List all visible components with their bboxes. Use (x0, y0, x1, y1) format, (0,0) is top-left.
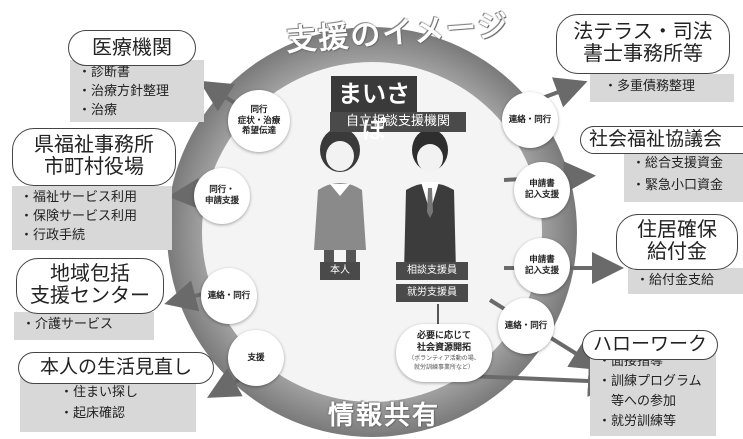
staff-label-consultant: 相談支援員 (407, 265, 457, 276)
life-review-box: 本人の生活見直し (18, 352, 214, 384)
hello-work-item: ・訓練プログラム (598, 374, 702, 389)
medical-services-panel: ・診断書 ・治療方針整理 ・治療 (70, 60, 204, 122)
connector-bubble-welfare-office: 同行・ 申請支援 (194, 168, 250, 224)
life-review-item: ・起床確認 (60, 406, 126, 421)
person-illustration (314, 128, 366, 270)
welfare-office-item: ・行政手続 (20, 228, 86, 243)
housing-benefit-box: 住居確保 給付金 (616, 214, 738, 270)
welfare-office-panel: ・福祉サービス利用 ・保険サービス利用 ・行政手続 (12, 186, 172, 250)
welfare-council-panel: ・総合支援資金 ・緊急小口資金 (624, 150, 743, 202)
org-sub-bg (330, 112, 466, 132)
connector-bubble-welfare-council: 申請書 記入支援 (514, 162, 570, 218)
person-label: 本人 (330, 265, 350, 276)
staff-illustration (404, 129, 456, 272)
community-center-item: ・介護サービス (22, 317, 114, 332)
connector-bubble-medical: 同行 症状・治療 希望伝達 (228, 90, 290, 152)
community-center-name-line1: 地域包括 (50, 261, 130, 285)
connector-bubble-hello-work: 連絡・同行 (498, 298, 554, 354)
housing-benefit-name-line1: 住居確保 (637, 217, 717, 241)
connector-bubble-community-center: 連絡・同行 (201, 268, 257, 324)
legal-item: ・多重債務整理 (604, 79, 696, 94)
legal-office-box: 法テラス・司法 書士事務所等 (556, 14, 730, 74)
welfare-council-item: ・総合支援資金 (632, 156, 724, 171)
legal-panel: ・多重債務整理 (590, 74, 734, 102)
community-center-box: 地域包括 支援センター (16, 258, 164, 314)
welfare-council-item: ・緊急小口資金 (632, 178, 724, 193)
community-center-panel: ・介護サービス (14, 312, 154, 340)
org-title-bg (331, 76, 417, 112)
welfare-office-name-line1: 県福祉事務所 (34, 132, 154, 156)
medical-item: ・治療方針整理 (78, 84, 170, 99)
org-title: まいさぽ (338, 80, 410, 144)
legal-office-name-line2: 書士事務所等 (583, 41, 703, 66)
connector-bubble-housing: 申請書 記入支援 (514, 238, 570, 294)
housing-benefit-panel: ・給付金支給 (628, 268, 743, 294)
inner-disc (202, 62, 542, 402)
life-review-panel: ・住まい探し ・起床確認 (20, 376, 196, 432)
resource-title-line1: 必要に応じて (416, 331, 471, 341)
hello-work-item: 等への参加 (598, 394, 677, 409)
hello-work-item: ・就労訓練等 (598, 414, 677, 429)
staff-label-employment: 就労支援員 (407, 287, 457, 298)
resource-development-bubble: 必要に応じて 社会資源開拓 （ボランティア活動の場、 就労訓練事業所など） (396, 324, 492, 382)
hello-work-panel: ・面接指導 ・訓練プログラム 等への参加 ・就労訓練等 (590, 348, 716, 436)
medical-institution-box: 医療機関 (68, 30, 196, 66)
resource-title-line2: 社会資源開拓 (416, 343, 471, 353)
org-subtitle: 自立相談支援機関 (345, 114, 450, 129)
welfare-office-name-line2: 市町村役場 (44, 154, 144, 179)
welfare-office-item: ・福祉サービス利用 (20, 190, 138, 205)
legal-office-name-line1: 法テラス・司法 (573, 19, 713, 43)
resource-note-line2: 就労訓練事業所など） (413, 364, 474, 371)
life-review-item: ・住まい探し (60, 385, 139, 400)
info-sharing-label: 情報共有 (328, 401, 441, 431)
medical-item: ・診断書 (78, 65, 131, 80)
housing-benefit-item: ・給付金支給 (636, 273, 715, 288)
connector-bubble-legal: 連絡・同行 (502, 92, 558, 148)
resource-note-line1: （ボランティア活動の場、 (408, 355, 480, 362)
medical-item: ・治療 (78, 103, 118, 118)
welfare-council-box: 社会福祉協議会 (580, 126, 743, 154)
connector-bubble-life-review: 支援 (228, 330, 284, 386)
welfare-office-box: 県福祉事務所 市町村役場 (12, 128, 176, 186)
housing-benefit-name-line2: 給付金 (647, 239, 707, 264)
hello-work-box: ハローワーク (582, 330, 718, 360)
community-center-name-line2: 支援センター (30, 283, 150, 308)
welfare-office-item: ・保険サービス利用 (20, 209, 138, 224)
